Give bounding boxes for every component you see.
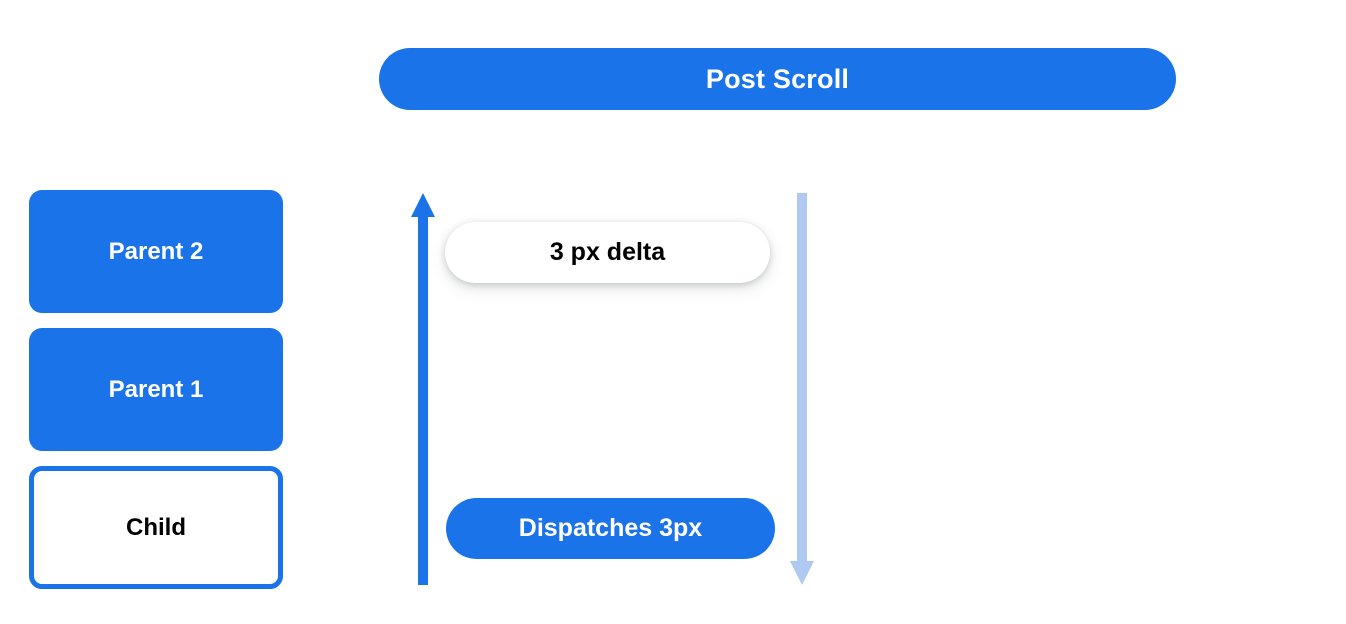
node-child: Child [29, 466, 283, 589]
node-child-label: Child [126, 513, 186, 541]
node-parent-2: Parent 2 [29, 190, 283, 313]
arrow-up-icon [408, 193, 438, 585]
node-parent-1-label: Parent 1 [108, 375, 204, 403]
dispatch-badge: Dispatches 3px [446, 498, 775, 559]
page-title: Post Scroll [705, 63, 850, 94]
delta-badge-label: 3 px delta [549, 238, 666, 266]
node-parent-2-label: Parent 2 [108, 237, 204, 265]
dispatch-badge-label: Dispatches 3px [518, 514, 703, 542]
arrow-down-icon [787, 193, 817, 585]
delta-badge: 3 px delta [445, 222, 770, 283]
node-parent-1: Parent 1 [29, 328, 283, 451]
header-banner: Post Scroll [379, 48, 1176, 110]
